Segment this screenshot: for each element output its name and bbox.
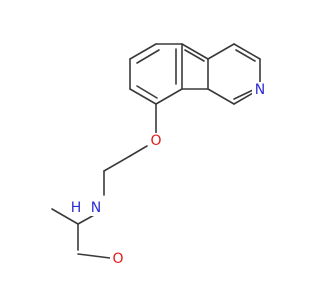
bond-n1-c8a-inner: [233, 89, 254, 100]
carbonyl-oxygen-label: O: [112, 251, 123, 267]
bond-c4-c4a-double: [181, 43, 209, 60]
bond-c7-c8-inner: [136, 85, 158, 99]
bond-c8a-c4a: [207, 88, 235, 105]
bond-c3-c2: [233, 43, 261, 60]
amide-hydrogen-label: H: [71, 200, 82, 216]
bond-c5-c6: [129, 43, 157, 60]
bond-co-o-double-b: [77, 253, 111, 259]
ether-o-mask: [148, 133, 164, 149]
bond-c4-c4a-inner: [184, 49, 205, 62]
amide-nh-mask: [86, 198, 106, 216]
bond-co-ch3: [51, 208, 79, 225]
amide-nitrogen-label: N: [91, 200, 101, 216]
bond-ch2-ch2: [103, 155, 131, 172]
ring-nitrogen-label: N: [255, 82, 265, 98]
bond-c3-c2-inner: [235, 49, 256, 62]
bond-c4-c3: [207, 43, 235, 60]
ring-n-mask: [252, 82, 268, 98]
structure-diagram: N O H N O: [51, 43, 268, 267]
bonds: [51, 43, 261, 259]
bond-o-ch2: [129, 145, 148, 157]
bond-c7-c8: [129, 88, 157, 105]
carbonyl-o-mask: [110, 251, 126, 267]
atom-labels: N O H N O: [71, 82, 268, 267]
bond-c5-c6-inner: [136, 49, 160, 64]
ether-oxygen-label: O: [150, 133, 161, 149]
bond-c8-c8a: [155, 88, 183, 105]
